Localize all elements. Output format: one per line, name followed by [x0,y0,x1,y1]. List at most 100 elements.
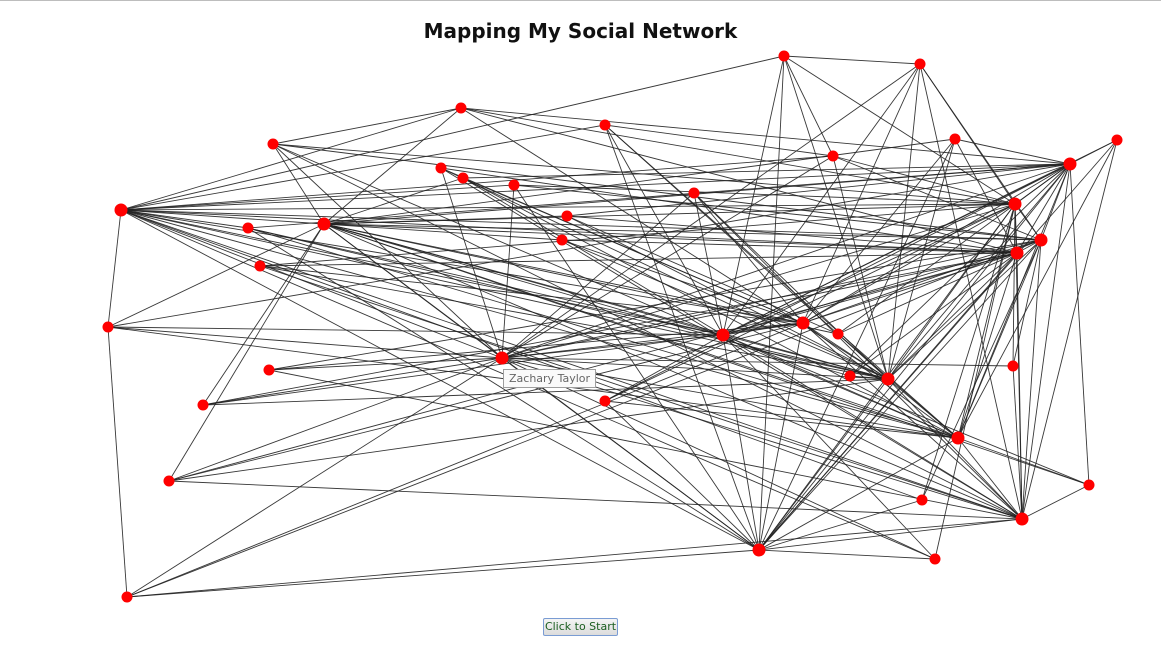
network-edge [919,63,1016,205]
network-node[interactable] [561,210,573,222]
network-edge [887,138,956,380]
network-edge [1021,484,1090,520]
network-node[interactable] [114,203,128,217]
network-node[interactable] [435,162,447,174]
network-edge [202,357,503,406]
network-edge [272,143,325,225]
network-node[interactable] [197,399,209,411]
network-edge [561,239,804,324]
network-edge [722,334,889,380]
network-node[interactable] [827,150,839,162]
network-node[interactable] [121,591,133,603]
network-edge [168,480,1023,520]
network-edge [462,177,724,336]
network-edge [604,400,760,551]
network-edge [202,252,1018,406]
network-edge [107,326,128,598]
network-edge [1016,252,1023,520]
network-edge [954,138,1071,165]
network-edge [887,252,1018,380]
network-node[interactable] [599,119,611,131]
network-edge [501,192,695,359]
network-edge [501,357,889,380]
network-node[interactable] [914,58,926,70]
network-edge [887,239,1042,380]
network-edge [126,549,760,598]
network-edge [460,107,1016,205]
network-node[interactable] [254,260,266,272]
network-node[interactable] [1007,360,1019,372]
network-edge [513,184,760,551]
network-node[interactable] [844,370,856,382]
network-node[interactable] [796,316,810,330]
network-edge [440,167,1018,254]
network-edge [722,252,1018,336]
network-edge [120,209,249,229]
network-node[interactable] [242,222,254,234]
network-node[interactable] [317,217,331,231]
network-edge [919,63,1023,520]
network-node[interactable] [752,543,766,557]
network-node[interactable] [916,494,928,506]
network-edge [802,239,1042,324]
network-node[interactable] [951,431,965,445]
network-edge [566,215,1018,254]
node-layer [102,50,1123,603]
network-edge [440,167,889,380]
network-edge [1012,239,1042,367]
network-edge [120,209,1042,241]
network-edge [758,437,959,551]
network-node[interactable] [778,50,790,62]
network-edge [802,252,1018,324]
network-edge [120,209,923,501]
network-node[interactable] [1010,246,1024,260]
network-node[interactable] [263,364,275,376]
network-edge [272,143,503,359]
network-edge [120,209,724,336]
network-node[interactable] [881,372,895,386]
network-node[interactable] [688,187,700,199]
network-edge [758,499,923,551]
network-node[interactable] [832,328,844,340]
network-edge [120,209,1018,254]
network-node[interactable] [163,475,175,487]
network-node[interactable] [455,102,467,114]
network-node[interactable] [556,234,568,246]
network-edge [259,252,1018,267]
network-edge [758,518,1023,551]
network-node[interactable] [1034,233,1048,247]
network-edge [501,322,804,359]
network-edge [501,184,515,359]
network-edge [758,138,956,551]
network-node[interactable] [1015,512,1029,526]
network-node[interactable] [1111,134,1123,146]
network-edge [722,334,936,560]
network-node[interactable] [1063,157,1077,171]
network-edge [921,203,1016,501]
network-node[interactable] [949,133,961,145]
network-node[interactable] [599,395,611,407]
network-edge [1069,163,1090,486]
network-node[interactable] [102,321,114,333]
network-edge [168,322,804,482]
network-node[interactable] [929,553,941,565]
network-node[interactable] [267,138,279,150]
network-edge [107,223,325,328]
network-edge [501,357,760,551]
network-edge [168,223,325,482]
start-button[interactable]: Click to Start [543,618,618,636]
network-node[interactable] [508,179,520,191]
network-edge [837,333,959,439]
network-edge [1012,203,1016,367]
network-node[interactable] [457,172,469,184]
network-node[interactable] [1008,197,1022,211]
network-edge [323,107,462,225]
network-edge [722,139,1118,336]
network-node-zachary-taylor[interactable] [495,351,509,365]
network-node[interactable] [716,328,730,342]
network-edge [107,163,1071,328]
network-edge [957,239,1042,439]
network-node[interactable] [1083,479,1095,491]
network-edge [604,124,959,439]
